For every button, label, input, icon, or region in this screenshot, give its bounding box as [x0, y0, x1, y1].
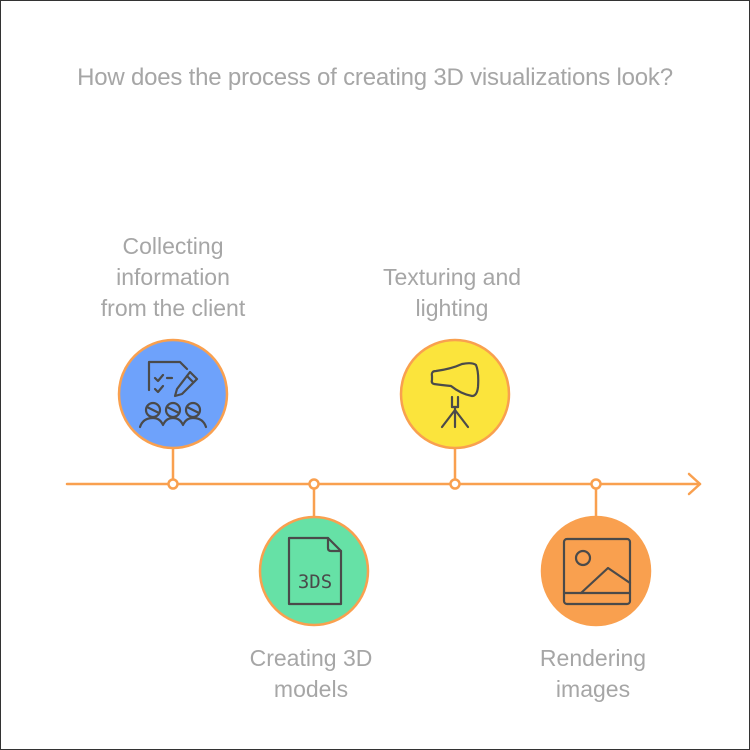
studio-light-icon [430, 362, 480, 429]
step-1-node [117, 338, 229, 450]
image-icon [562, 537, 632, 606]
diagram-title: How does the process of creating 3D visu… [77, 64, 673, 91]
timeline-marker-1 [167, 478, 179, 490]
3ds-file-icon [287, 536, 343, 606]
step-4-node [540, 515, 652, 627]
timeline-marker-4 [590, 478, 602, 490]
timeline-arrowhead-icon [687, 472, 702, 496]
timeline [65, 446, 702, 519]
step-2-node: 3DS [258, 515, 370, 627]
step-4-label: Rendering images [539, 645, 647, 702]
step-1-label: Collecting information from the client [100, 233, 246, 321]
step-3-label: Texturing and lighting [382, 264, 522, 321]
checklist-people-icon [138, 360, 208, 429]
timeline-marker-3 [449, 478, 461, 490]
step-3-node [399, 338, 511, 450]
timeline-marker-2 [308, 478, 320, 490]
step-2-label: Creating 3D models [249, 645, 373, 702]
file-type-text: 3DS [298, 571, 332, 593]
